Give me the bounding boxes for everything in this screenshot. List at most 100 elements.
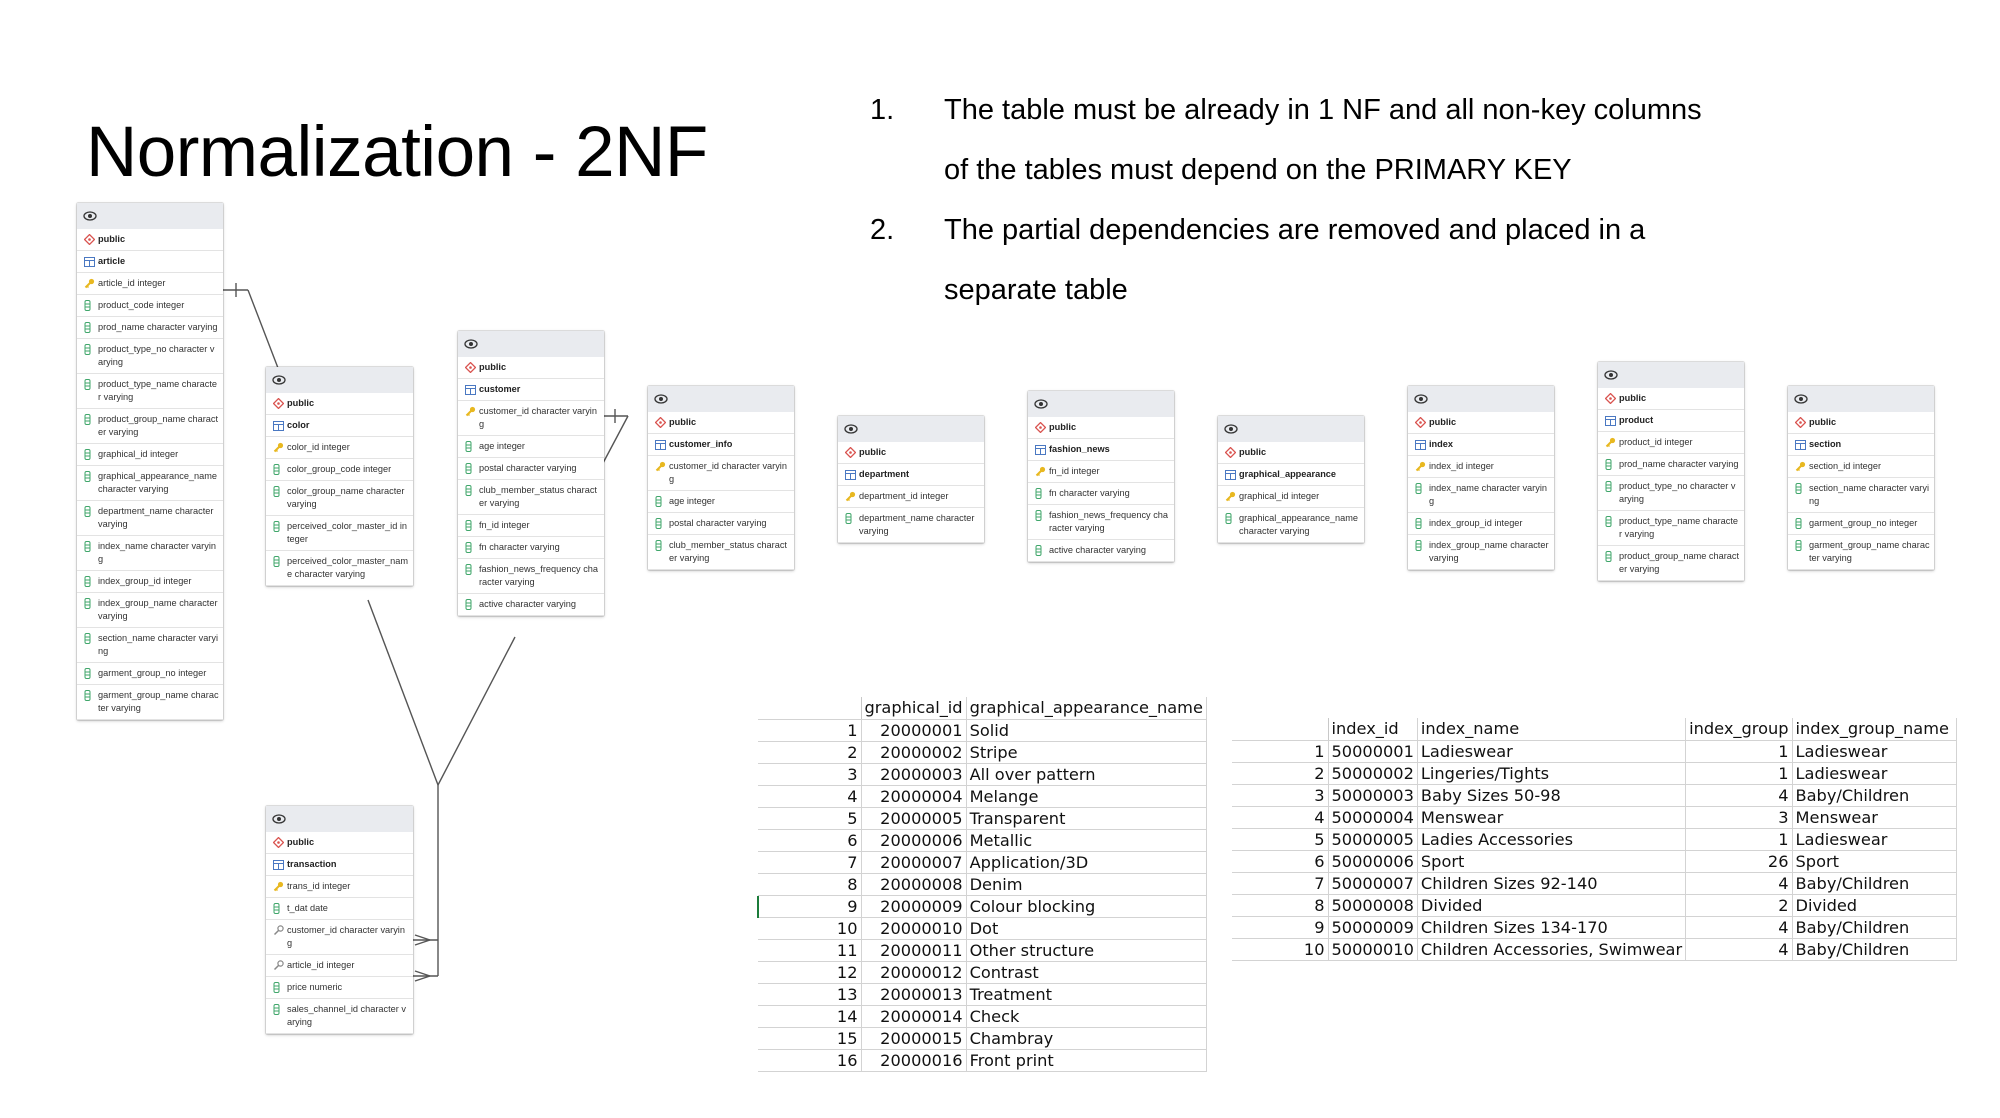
table-cell[interactable]: 20000009: [861, 895, 967, 918]
table-cell[interactable]: 20000016: [861, 1049, 967, 1072]
row-number[interactable]: 10: [1232, 938, 1329, 961]
table-cell[interactable]: Children Accessories, Swimwear: [1417, 938, 1687, 961]
row-number[interactable]: 4: [758, 785, 862, 808]
column-header[interactable]: graphical_appearance_name: [966, 697, 1207, 720]
row-number[interactable]: 11: [758, 939, 862, 962]
row-number[interactable]: 15: [758, 1027, 862, 1050]
table-cell[interactable]: Sport: [1792, 850, 1957, 873]
table-cell[interactable]: 50000001: [1328, 740, 1418, 763]
table-cell[interactable]: Menswear: [1417, 806, 1687, 829]
table-cell[interactable]: 50000006: [1328, 850, 1418, 873]
row-number[interactable]: 8: [758, 873, 862, 896]
table-cell[interactable]: 50000008: [1328, 894, 1418, 917]
column-header[interactable]: [758, 697, 862, 720]
table-cell[interactable]: Children Sizes 134-170: [1417, 916, 1687, 939]
table-cell[interactable]: 20000006: [861, 829, 967, 852]
table-cell[interactable]: Baby/Children: [1792, 872, 1957, 895]
table-cell[interactable]: Ladies Accessories: [1417, 828, 1687, 851]
table-cell[interactable]: Stripe: [966, 741, 1207, 764]
row-number[interactable]: 3: [758, 763, 862, 786]
table-cell[interactable]: Treatment: [966, 983, 1207, 1006]
table-cell[interactable]: Denim: [966, 873, 1207, 896]
table-cell[interactable]: Front print: [966, 1049, 1207, 1072]
table-cell[interactable]: Baby/Children: [1792, 916, 1957, 939]
table-cell[interactable]: 20000008: [861, 873, 967, 896]
table-cell[interactable]: 2: [1685, 894, 1793, 917]
table-cell[interactable]: 50000007: [1328, 872, 1418, 895]
table-cell[interactable]: Ladieswear: [1792, 740, 1957, 763]
table-cell[interactable]: Chambray: [966, 1027, 1207, 1050]
table-cell[interactable]: 20000013: [861, 983, 967, 1006]
table-cell[interactable]: Dot: [966, 917, 1207, 940]
table-cell[interactable]: Divided: [1792, 894, 1957, 917]
row-number[interactable]: 10: [758, 917, 862, 940]
table-cell[interactable]: 20000004: [861, 785, 967, 808]
eye-icon[interactable]: [1034, 399, 1048, 409]
table-cell[interactable]: 50000005: [1328, 828, 1418, 851]
table-cell[interactable]: Menswear: [1792, 806, 1957, 829]
table-cell[interactable]: 20000005: [861, 807, 967, 830]
table-cell[interactable]: Divided: [1417, 894, 1687, 917]
table-cell[interactable]: 20000002: [861, 741, 967, 764]
table-cell[interactable]: 3: [1685, 806, 1793, 829]
row-number[interactable]: 9: [758, 895, 862, 918]
column-header[interactable]: index_id: [1328, 718, 1418, 741]
table-cell[interactable]: 1: [1685, 762, 1793, 785]
table-cell[interactable]: Children Sizes 92-140: [1417, 872, 1687, 895]
column-header[interactable]: [1232, 718, 1329, 741]
table-cell[interactable]: Baby Sizes 50-98: [1417, 784, 1687, 807]
row-number[interactable]: 6: [758, 829, 862, 852]
table-cell[interactable]: 26: [1685, 850, 1793, 873]
column-header[interactable]: index_name: [1417, 718, 1687, 741]
row-number[interactable]: 2: [1232, 762, 1329, 785]
table-cell[interactable]: Ladieswear: [1792, 762, 1957, 785]
row-number[interactable]: 7: [758, 851, 862, 874]
row-number[interactable]: 8: [1232, 894, 1329, 917]
table-cell[interactable]: Application/3D: [966, 851, 1207, 874]
eye-icon[interactable]: [272, 814, 286, 824]
column-header[interactable]: index_group_name: [1792, 718, 1957, 741]
row-number[interactable]: 7: [1232, 872, 1329, 895]
eye-icon[interactable]: [1414, 394, 1428, 404]
table-cell[interactable]: Baby/Children: [1792, 938, 1957, 961]
table-cell[interactable]: 20000001: [861, 719, 967, 742]
row-number[interactable]: 2: [758, 741, 862, 764]
row-number[interactable]: 9: [1232, 916, 1329, 939]
table-cell[interactable]: Solid: [966, 719, 1207, 742]
row-number[interactable]: 12: [758, 961, 862, 984]
column-header[interactable]: index_group: [1685, 718, 1793, 741]
eye-icon[interactable]: [1794, 394, 1808, 404]
eye-icon[interactable]: [1604, 370, 1618, 380]
eye-icon[interactable]: [844, 424, 858, 434]
eye-icon[interactable]: [83, 211, 97, 221]
row-number[interactable]: 5: [1232, 828, 1329, 851]
table-cell[interactable]: Check: [966, 1005, 1207, 1028]
table-cell[interactable]: 20000014: [861, 1005, 967, 1028]
table-cell[interactable]: 50000010: [1328, 938, 1418, 961]
table-cell[interactable]: 50000004: [1328, 806, 1418, 829]
row-number[interactable]: 6: [1232, 850, 1329, 873]
table-cell[interactable]: Other structure: [966, 939, 1207, 962]
table-cell[interactable]: 50000002: [1328, 762, 1418, 785]
table-cell[interactable]: Melange: [966, 785, 1207, 808]
table-cell[interactable]: 1: [1685, 828, 1793, 851]
table-cell[interactable]: 1: [1685, 740, 1793, 763]
row-number[interactable]: 3: [1232, 784, 1329, 807]
row-number[interactable]: 1: [758, 719, 862, 742]
table-cell[interactable]: Colour blocking: [966, 895, 1207, 918]
column-header[interactable]: graphical_id: [861, 697, 967, 720]
row-number[interactable]: 4: [1232, 806, 1329, 829]
table-cell[interactable]: 4: [1685, 784, 1793, 807]
table-cell[interactable]: 4: [1685, 916, 1793, 939]
table-cell[interactable]: 50000003: [1328, 784, 1418, 807]
row-number[interactable]: 14: [758, 1005, 862, 1028]
row-number[interactable]: 5: [758, 807, 862, 830]
